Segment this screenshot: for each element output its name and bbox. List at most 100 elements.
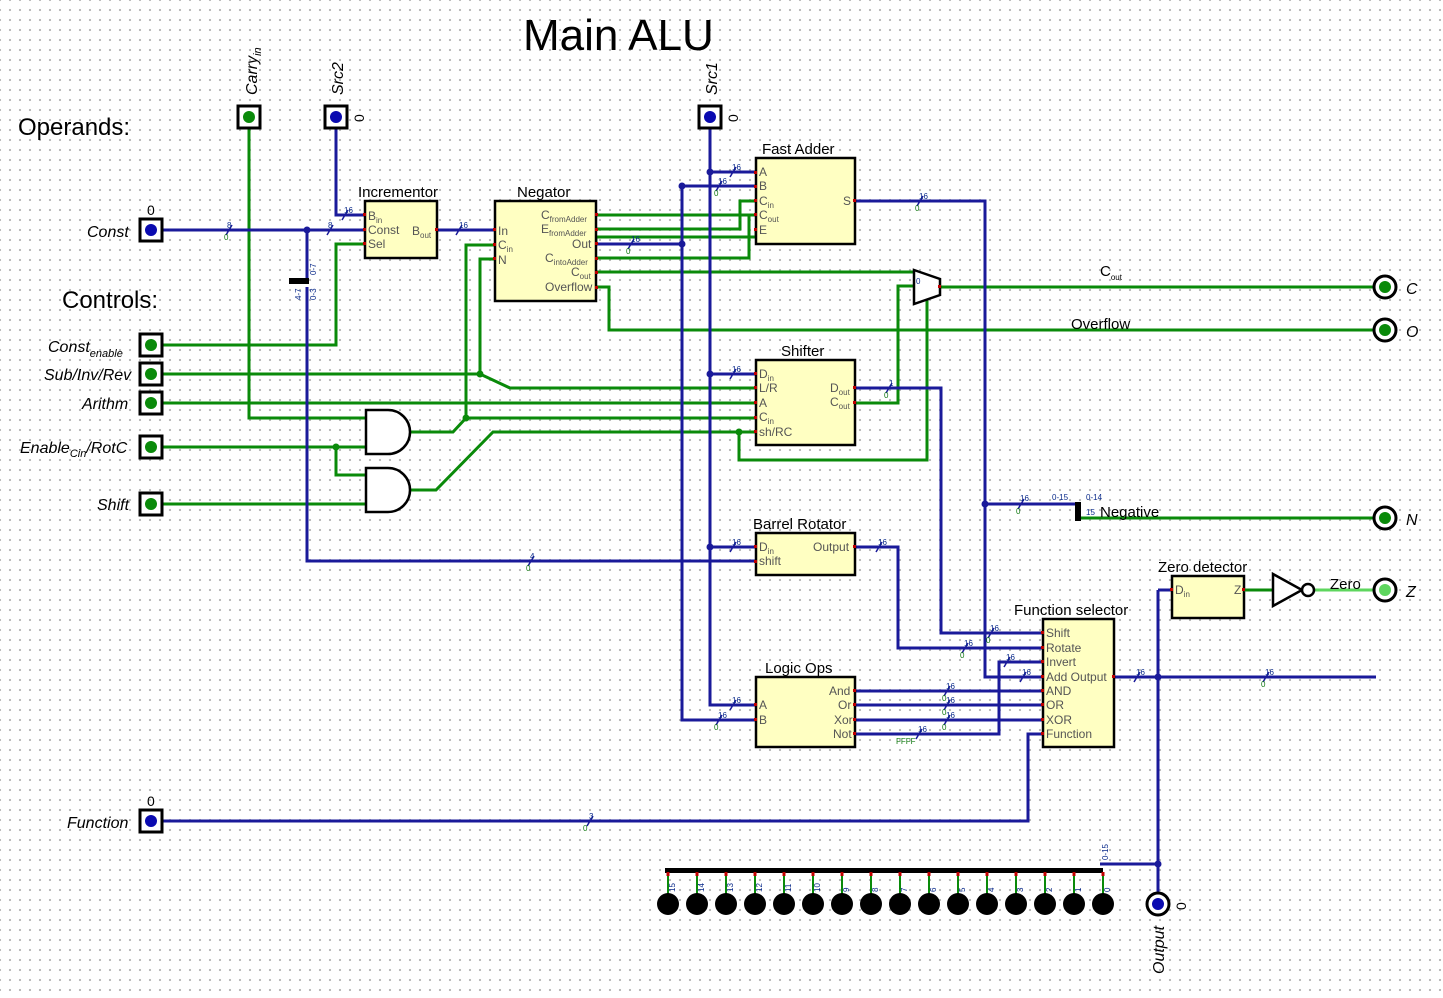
output-bit-label: 7: [900, 887, 909, 892]
logic-ops[interactable]: Logic Ops A B And Or Xor Not: [754, 660, 857, 749]
svg-text:Zero: Zero: [1330, 576, 1361, 593]
svg-text:16: 16: [459, 221, 468, 230]
controls-heading: Controls:: [62, 287, 158, 314]
svg-text:E: E: [759, 223, 767, 237]
enable-cin-pin[interactable]: EnableCin/RotC: [20, 434, 164, 460]
output-bit-led: 13: [715, 872, 737, 915]
bus-width-labels: 8 8 16 16 16 16 16 16 16 1 16 16 4 16 16…: [224, 163, 1274, 833]
svg-text:0: 0: [626, 247, 631, 256]
svg-text:Sel: Sel: [368, 237, 385, 251]
svg-text:shift: shift: [759, 554, 782, 568]
svg-text:Cin: Cin: [759, 194, 774, 210]
output-bit-label: 12: [755, 883, 764, 892]
carry-in-pin[interactable]: Carryin: [236, 47, 264, 130]
sub-inv-rev-pin[interactable]: Sub/Inv/Rev: [44, 361, 164, 387]
const-enable-pin[interactable]: Constenable: [48, 332, 164, 360]
svg-text:8: 8: [328, 221, 333, 230]
svg-text:0: 0: [1016, 507, 1021, 516]
zero-detector[interactable]: Zero detector Din Z: [1158, 559, 1247, 620]
output-bit-dot: [773, 893, 795, 915]
svg-text:O: O: [1406, 324, 1418, 341]
fast-adder[interactable]: Fast Adder A B Cin Cout E S: [754, 141, 857, 246]
wire-neg-e: [594, 230, 758, 244]
carry-mux[interactable]: 0: [912, 268, 942, 306]
output-bit-led: 1: [1063, 872, 1085, 915]
src2-pin[interactable]: Src2 0: [323, 62, 367, 130]
and-gate-2[interactable]: [364, 466, 412, 514]
svg-text:Cout: Cout: [759, 208, 780, 224]
svg-text:CfromAdder: CfromAdder: [541, 208, 587, 224]
svg-text:15: 15: [1086, 508, 1095, 517]
function-selector-title: Function selector: [1014, 602, 1128, 619]
wire-shift-to-mux-sel: [737, 300, 929, 462]
svg-text:16: 16: [732, 696, 741, 705]
negator[interactable]: Negator In Cin N CfromAdder EfromAdder O…: [493, 184, 598, 303]
svg-text:Or: Or: [838, 698, 851, 712]
zero-detector-title: Zero detector: [1158, 559, 1247, 576]
arithm-pin[interactable]: Arithm: [81, 390, 164, 416]
wire-const-enable: [162, 242, 365, 347]
control-wires: [162, 128, 1376, 520]
shift-pin[interactable]: Shift: [97, 491, 164, 517]
svg-text:OR: OR: [1046, 698, 1064, 712]
svg-text:0: 0: [224, 233, 229, 242]
output-bit-led: 5: [947, 872, 969, 915]
svg-text:16: 16: [732, 365, 741, 374]
shifter-title: Shifter: [781, 343, 824, 360]
svg-text:0: 0: [714, 189, 719, 198]
svg-text:A: A: [759, 698, 767, 712]
const-pin[interactable]: 0 Const: [87, 202, 164, 243]
operands-heading: Operands:: [18, 114, 130, 141]
svg-text:0: 0: [526, 564, 531, 573]
shifter[interactable]: Shifter Din L/R A Cin sh/RC Dout Cout: [754, 343, 857, 447]
svg-text:Z: Z: [1234, 583, 1241, 597]
svg-text:0: 0: [583, 824, 588, 833]
output-bit-led: 11: [773, 872, 795, 915]
not-gate[interactable]: [1244, 571, 1316, 609]
svg-text:16: 16: [718, 711, 727, 720]
src1-pin[interactable]: Src1 0: [697, 62, 741, 130]
bus-rotator-out: [855, 545, 1043, 650]
svg-text:0: 0: [942, 694, 947, 703]
function-pin[interactable]: 0 Function: [67, 793, 164, 834]
svg-text:0: 0: [1261, 680, 1266, 689]
svg-text:In: In: [498, 224, 508, 238]
svg-text:0: 0: [884, 391, 889, 400]
svg-text:Negative: Negative: [1100, 504, 1159, 521]
output-bit-led: 0: [1092, 872, 1114, 915]
svg-text:B: B: [759, 713, 767, 727]
svg-text:Din: Din: [1175, 583, 1190, 599]
output-bit-dot: [976, 893, 998, 915]
output-c: C Cout: [1100, 263, 1418, 300]
incrementor[interactable]: Incrementor Bin Const Sel Bout: [358, 184, 439, 260]
output-bit-led: 4: [976, 872, 998, 915]
svg-text:A: A: [759, 165, 767, 179]
svg-text:Cout: Cout: [571, 265, 592, 281]
const-splitter: 0-7 4-7 0-3: [289, 263, 318, 300]
svg-text:16: 16: [732, 163, 741, 172]
svg-text:16: 16: [946, 711, 955, 720]
svg-text:16: 16: [1020, 494, 1029, 503]
svg-text:Din: Din: [759, 367, 774, 383]
bus-src1: [708, 128, 756, 707]
output-bit-label: 8: [871, 887, 880, 892]
svg-text:4: 4: [530, 552, 535, 561]
barrel-rotator[interactable]: Barrel Rotator Din shift Output: [753, 516, 857, 577]
output-bit-led: 12: [744, 872, 766, 915]
output-n: N Negative: [1100, 504, 1418, 531]
function-selector[interactable]: Function selector Shift Rotate Invert Ad…: [1014, 602, 1128, 749]
svg-text:16: 16: [946, 682, 955, 691]
svg-text:16: 16: [1265, 668, 1274, 677]
svg-text:B: B: [759, 179, 767, 193]
svg-text:0: 0: [1173, 902, 1189, 910]
output-bit-dot: [744, 893, 766, 915]
wire-overflow: [596, 285, 1376, 332]
output-bit-dot: [1005, 893, 1027, 915]
and-gate-1[interactable]: [364, 408, 412, 456]
svg-text:0: 0: [942, 723, 947, 732]
svg-text:0: 0: [960, 651, 965, 660]
svg-text:Xor: Xor: [834, 713, 853, 727]
svg-text:0: 0: [986, 636, 991, 645]
wire-enable-to-and2: [334, 447, 368, 477]
bus-function: [162, 732, 1043, 823]
